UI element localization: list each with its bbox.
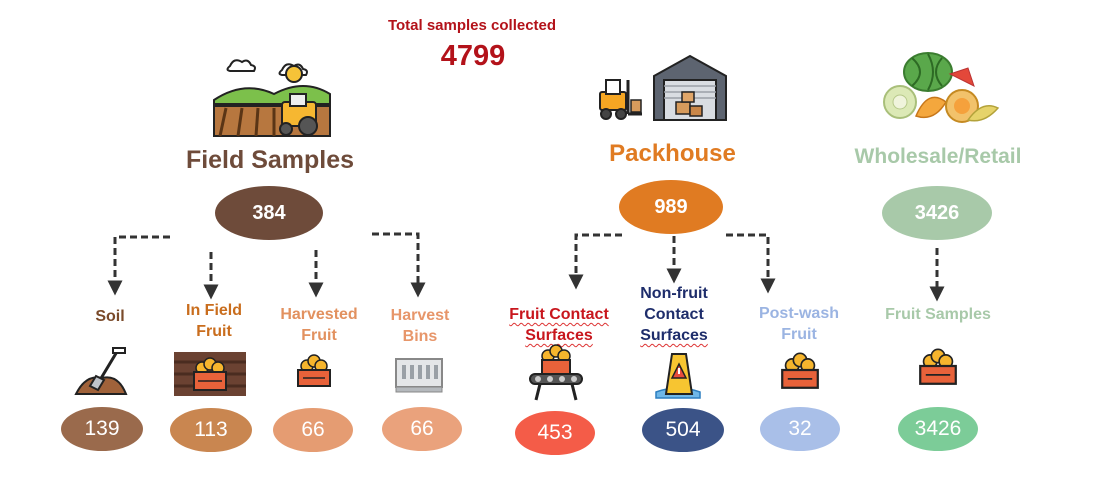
post-wash-line-1: Post-wash	[758, 305, 839, 322]
fruit-crate-postwash-icon	[781, 352, 819, 389]
wholesale-retail-count: 3426	[882, 186, 992, 240]
shovel-soil-icon	[74, 347, 128, 395]
soil-label-line: Soil	[95, 308, 125, 325]
non-fruit-line-2: Contact	[644, 306, 704, 323]
melons-icon	[883, 52, 1000, 123]
total-samples-value: 4799	[440, 40, 506, 72]
fruit-contact-line-1: Fruit Contact	[509, 306, 609, 323]
fruit-samples-count: 3426	[898, 407, 978, 451]
fruit-crate-retail-icon	[919, 348, 957, 385]
wet-floor-sign-icon	[655, 353, 701, 399]
non-fruit-line-1: Non-fruit	[640, 285, 708, 302]
harvest-bins-line-1: Harvest	[390, 307, 450, 324]
in-field-fruit-count: 113	[170, 408, 252, 452]
harvested-fruit-label: Harvested Fruit	[264, 304, 374, 346]
wholesale-retail-label: Wholesale/Retail	[854, 145, 1022, 168]
warehouse-icon	[653, 54, 727, 121]
packhouse-count: 989	[619, 180, 723, 234]
packhouse-label: Packhouse	[609, 140, 736, 167]
total-samples-label: Total samples collected	[387, 17, 557, 34]
soil-label: Soil	[80, 306, 140, 327]
harvest-bin-icon	[395, 358, 443, 393]
harvested-fruit-line-2: Fruit	[301, 327, 337, 344]
post-wash-line-2: Fruit	[781, 326, 817, 343]
harvest-bins-label: Harvest Bins	[374, 305, 466, 347]
post-wash-fruit-count: 32	[760, 407, 840, 451]
soil-count: 139	[61, 407, 143, 451]
in-field-fruit-line-2: Fruit	[196, 323, 232, 340]
fruit-crate-field-icon	[174, 352, 246, 396]
fruit-contact-line-2: Surfaces	[525, 327, 593, 344]
conveyor-icon	[529, 344, 583, 401]
non-fruit-line-3: Surfaces	[640, 327, 708, 344]
in-field-fruit-label: In Field Fruit	[166, 300, 262, 342]
field-samples-label: Field Samples	[185, 146, 355, 174]
fruit-crate-icon	[297, 354, 331, 387]
harvested-fruit-count: 66	[273, 408, 353, 452]
harvest-bins-line-2: Bins	[402, 328, 438, 345]
fruit-samples-label: Fruit Samples	[870, 304, 1006, 325]
fruit-contact-surfaces-label: Fruit Contact Surfaces	[494, 304, 624, 346]
forklift-icon	[599, 79, 642, 120]
fruit-samples-line: Fruit Samples	[885, 306, 991, 323]
in-field-fruit-line-1: In Field	[186, 302, 242, 319]
fruit-contact-surfaces-count: 453	[515, 411, 595, 455]
non-fruit-contact-surfaces-count: 504	[642, 408, 724, 452]
post-wash-fruit-label: Post-wash Fruit	[744, 303, 854, 345]
harvested-fruit-line-1: Harvested	[280, 306, 358, 323]
non-fruit-contact-surfaces-label: Non-fruit Contact Surfaces	[622, 283, 726, 346]
harvest-bins-count: 66	[382, 407, 462, 451]
field-samples-count: 384	[215, 186, 323, 240]
farm-field-icon	[213, 59, 331, 137]
